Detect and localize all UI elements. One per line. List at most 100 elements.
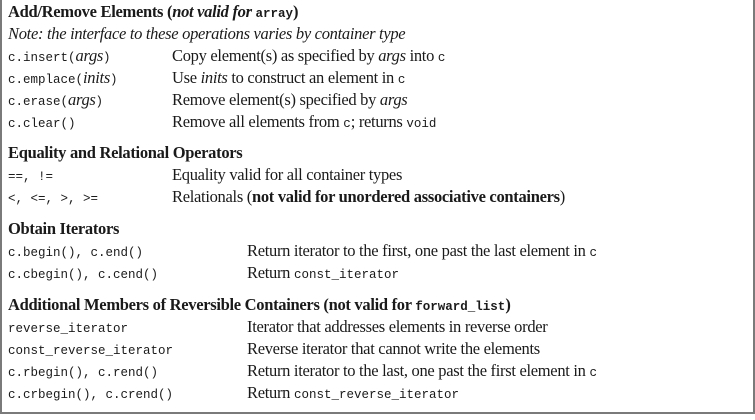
text-segment: Relationals ( [172, 187, 252, 206]
description-cell: Return const_iterator [247, 262, 399, 286]
text-segment: c.erase( [8, 95, 69, 109]
text-segment: into [405, 46, 438, 65]
text-segment: void [406, 117, 437, 131]
description-cell: Return const_reverse_iterator [247, 382, 459, 406]
text-segment: forward_list [415, 300, 506, 314]
text-segment: ) [103, 51, 111, 65]
section-reversible-containers: Additional Members of Reversible Contain… [8, 294, 747, 404]
table-row: reverse_iterator Iterator that addresses … [8, 316, 747, 338]
table-row: c.clear() Remove all elements from c; ret… [8, 111, 747, 133]
text-segment: <, <=, >, >= [8, 192, 99, 206]
operation-cell: reverse_iterator [8, 316, 128, 340]
text-segment: c [589, 366, 597, 380]
text-segment: array [255, 7, 294, 21]
section-heading: Additional Members of Reversible Contain… [8, 294, 747, 316]
text-segment: c [437, 51, 446, 65]
description-cell: Iterator that addresses elements in reve… [247, 316, 548, 338]
text-segment: ) [293, 2, 299, 21]
operation-cell: c.erase(args) [8, 89, 103, 113]
description-cell: Remove all elements from c; returns void [172, 111, 436, 135]
table-row: c.cbegin(), c.cend() Return const_iterato… [8, 262, 747, 284]
text-segment: args [68, 90, 96, 109]
text-segment: Return [247, 383, 294, 402]
description-cell: Reverse iterator that cannot write the e… [247, 338, 540, 360]
text-segment: Remove element(s) specified by [172, 90, 380, 109]
text-segment: const_iterator [293, 268, 399, 282]
operation-cell: c.cbegin(), c.cend() [8, 262, 158, 286]
text-segment: c.crbegin(), c.crend() [8, 388, 174, 402]
table-row: c.emplace(inits)Use inits to construct a… [8, 67, 747, 89]
text-segment: ; returns [350, 112, 407, 131]
section-note: Note: the interface to these operations … [8, 23, 747, 45]
operation-cell: c.emplace(inits) [8, 67, 117, 91]
operation-cell: c.insert(args) [8, 45, 111, 69]
text-segment: Return iterator to the first, one past t… [247, 241, 590, 260]
text-segment: Additional Members of Reversible Contain… [8, 295, 416, 314]
description-cell: Remove element(s) specified by args [172, 89, 408, 111]
table-row: c.begin(), c.end() Return iterator to the… [8, 240, 747, 262]
text-segment: c.insert( [8, 51, 76, 65]
text-segment: ) [109, 73, 118, 87]
section-heading: Add/Remove Elements (not valid for array… [8, 1, 747, 23]
text-segment: ) [559, 187, 566, 206]
description-cell: Use inits to construct an element in c [172, 67, 405, 91]
text-segment: Use [172, 68, 201, 87]
section-heading: Equality and Relational Operators [8, 142, 747, 164]
text-segment: c [397, 73, 406, 87]
description-cell: Copy element(s) as specified by args int… [172, 45, 445, 69]
table-row: c.rbegin(), c.rend() Return iterator to t… [8, 360, 747, 382]
text-segment: c.cbegin(), c.cend() [8, 268, 159, 282]
description-cell: Return iterator to the last, one past th… [247, 360, 597, 384]
text-segment: c.rbegin(), c.rend() [8, 366, 159, 380]
text-segment: args [75, 46, 104, 65]
operation-cell: <, <=, >, >= [8, 186, 98, 210]
text-segment: Reverse iterator that cannot write the e… [247, 339, 540, 358]
operation-cell: c.begin(), c.end() [8, 240, 143, 264]
text-segment: Iterator that addresses elements in reve… [247, 317, 548, 336]
section-add-remove: Add/Remove Elements (not valid for array… [8, 1, 747, 133]
description-cell: Relationals (not valid for unordered ass… [172, 186, 565, 208]
text-segment: Copy element(s) as specified by [172, 46, 379, 65]
operation-cell: const_reverse_iterator [8, 338, 173, 362]
section-obtain-iterators: Obtain Iterators c.begin(), c.end() Return… [8, 218, 747, 284]
table-row: c.insert(args)Copy element(s) as specifi… [8, 45, 747, 67]
text-segment: Remove all elements from [172, 112, 344, 131]
text-segment: Return iterator to the last, one past th… [247, 361, 590, 380]
description-cell: Return iterator to the first, one past t… [247, 240, 597, 264]
text-segment: Equality valid for all container types [172, 165, 403, 184]
text-segment: inits [200, 68, 228, 87]
operation-cell: c.clear() [8, 111, 76, 135]
table-row: const_reverse_iterator Reverse iterator t… [8, 338, 747, 360]
table-row: c.crbegin(), c.crend() Return const_rever… [8, 382, 747, 404]
text-segment: Add/Remove Elements ( [8, 2, 173, 21]
text-segment: c.begin(), c.end() [8, 246, 144, 260]
operation-cell: c.rbegin(), c.rend() [8, 360, 158, 384]
operation-cell: c.crbegin(), c.crend() [8, 382, 173, 406]
text-segment: inits [83, 68, 110, 87]
operation-cell: ==, != [8, 164, 53, 188]
text-segment: Note: the interface to these operations … [8, 24, 406, 43]
text-segment: not valid for [172, 2, 256, 21]
text-segment: not valid for unordered associative cont… [251, 187, 560, 206]
text-segment: c [343, 117, 351, 131]
text-segment: const_reverse_iterator [8, 344, 174, 358]
text-segment: args [378, 46, 406, 65]
text-segment: to construct an element in [227, 68, 398, 87]
description-cell: Equality valid for all container types [172, 164, 402, 186]
text-segment: Equality and Relational Operators [8, 143, 243, 162]
text-segment: c.clear() [8, 117, 76, 131]
text-segment: Return [247, 263, 294, 282]
text-segment: args [379, 90, 408, 109]
text-segment: ) [505, 295, 511, 314]
text-segment: c [589, 246, 597, 260]
section-equality-relational: Equality and Relational Operators ==, != E… [8, 142, 747, 208]
table-row: c.erase(args)Remove element(s) specified… [8, 89, 747, 111]
text-segment: c.emplace( [8, 73, 84, 87]
table-row: <, <=, >, >= Relationals (not valid for u… [8, 186, 747, 208]
text-segment: ) [95, 95, 104, 109]
text-segment: const_reverse_iterator [293, 388, 459, 402]
table-row: ==, != Equality valid for all container t… [8, 164, 747, 186]
text-segment: Obtain Iterators [8, 219, 120, 238]
section-heading: Obtain Iterators [8, 218, 747, 240]
